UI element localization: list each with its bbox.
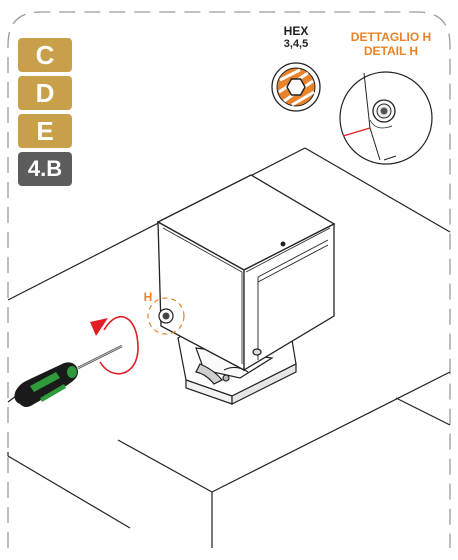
cabinet-front [243,222,335,372]
detail-title-en: DETAIL H [363,44,419,58]
detail-h-label: H [143,290,153,304]
badge-step: 4.B [18,152,72,186]
screwdriver-icon [14,344,123,407]
rotation-arrow-head [90,318,108,336]
detail-title-it: DETTAGLIO H [350,30,432,44]
hex-callout [271,62,321,112]
detail-h-callout [339,71,433,165]
rotation-arrow [99,315,139,375]
floor-block [7,147,451,548]
hex-sizes-label: 3,4,5 [283,38,309,50]
hex-icon [286,78,306,96]
badge-d: D [18,76,72,110]
badge-c: C [18,38,72,72]
hex-label: HEX [283,24,309,38]
cabinet-box [156,174,336,372]
badge-e: E [18,114,72,148]
screw-h[interactable] [158,308,174,324]
detail-h-marker-circle [147,297,185,335]
